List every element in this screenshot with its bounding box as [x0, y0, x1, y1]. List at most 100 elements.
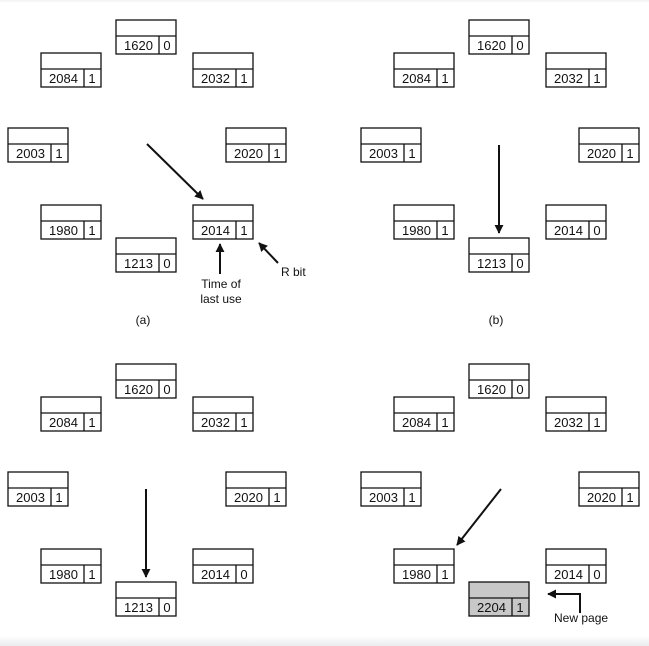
- frame-box: [40, 548, 102, 584]
- frame-box: [578, 127, 640, 163]
- r-bit-value: 0: [163, 256, 170, 271]
- r-bit-value: 1: [273, 146, 280, 161]
- frame-box: [40, 204, 102, 240]
- last-use-time: 1213: [124, 600, 153, 615]
- page-frame: 1213 0: [115, 237, 177, 273]
- page-frame: 2020 1: [578, 127, 640, 163]
- r-bit-value: 1: [408, 146, 415, 161]
- r-bit-arrow: [258, 242, 279, 264]
- r-bit-value: 1: [516, 600, 523, 615]
- frame-box: [360, 471, 422, 507]
- page-frame: 1980 1: [393, 548, 455, 584]
- frame-box: [393, 52, 455, 88]
- last-use-time: 2003: [16, 490, 45, 505]
- panel-caption: (b): [489, 313, 504, 327]
- frame-box: [115, 19, 177, 55]
- r-bit-value: 1: [441, 567, 448, 582]
- last-use-time: 1620: [477, 382, 506, 397]
- r-bit-value: 1: [88, 415, 95, 430]
- last-use-time: 1980: [402, 567, 431, 582]
- last-use-time: 2020: [587, 490, 616, 505]
- r-bit-value: 1: [55, 490, 62, 505]
- last-use-time: 1213: [124, 256, 153, 271]
- last-use-time: 2032: [554, 415, 583, 430]
- r-bit-value: 1: [593, 71, 600, 86]
- last-use-time: 1980: [402, 223, 431, 238]
- frame-box: [192, 204, 254, 240]
- r-bit-value: 0: [240, 567, 247, 582]
- r-bit-value: 0: [163, 600, 170, 615]
- frame-box: [40, 52, 102, 88]
- top-edge-shadow: [0, 0, 649, 3]
- frame-box: [192, 548, 254, 584]
- page-frame: 1620 0: [115, 19, 177, 55]
- page-frame: 1620 0: [468, 363, 530, 399]
- r-bit-value: 0: [163, 38, 170, 53]
- panel-caption: (a): [136, 313, 151, 327]
- last-use-time: 1980: [49, 567, 78, 582]
- r-bit-value: 1: [88, 71, 95, 86]
- last-use-time: 2084: [49, 415, 78, 430]
- last-use-time: 2003: [16, 146, 45, 161]
- last-use-time: 2003: [369, 490, 398, 505]
- frame-box: [393, 204, 455, 240]
- last-use-time: 2020: [234, 146, 263, 161]
- last-use-time: 1620: [124, 38, 153, 53]
- r-bit-value: 1: [88, 567, 95, 582]
- page-frame: 2020 1: [225, 127, 287, 163]
- frame-box: [545, 204, 607, 240]
- frame-box: [360, 127, 422, 163]
- last-use-time: 2084: [402, 71, 431, 86]
- last-use-time: 2032: [201, 415, 230, 430]
- frame-box: [545, 52, 607, 88]
- page-frame: 2014 0: [192, 548, 254, 584]
- page-frame: 2020 1: [578, 471, 640, 507]
- last-use-time: 2020: [587, 146, 616, 161]
- last-use-time: 2032: [201, 71, 230, 86]
- frame-box: [468, 581, 530, 617]
- last-use-time: 2084: [49, 71, 78, 86]
- frame-box: [192, 396, 254, 432]
- frame-box: [7, 471, 69, 507]
- frame-box: [393, 396, 455, 432]
- last-use-time: 2084: [402, 415, 431, 430]
- page-frame: 1980 1: [40, 204, 102, 240]
- frame-box: [545, 396, 607, 432]
- last-use-time: 2014: [554, 223, 583, 238]
- frame-box: [115, 363, 177, 399]
- r-bit-value: 1: [88, 223, 95, 238]
- page-frame: 2084 1: [40, 52, 102, 88]
- last-use-time: 2020: [234, 490, 263, 505]
- page-frame: 2084 1: [40, 396, 102, 432]
- bottom-edge-shadow: [0, 636, 649, 646]
- frame-box: [468, 19, 530, 55]
- r-bit-value: 1: [240, 223, 247, 238]
- last-use-time: 2014: [201, 223, 230, 238]
- frame-box: [40, 396, 102, 432]
- r-bit-value: 0: [516, 382, 523, 397]
- r-bit-value: 0: [516, 256, 523, 271]
- frame-box: [225, 471, 287, 507]
- frame-box: [192, 52, 254, 88]
- r-bit-value: 1: [626, 146, 633, 161]
- frame-box: [468, 363, 530, 399]
- last-use-time: 2014: [201, 567, 230, 582]
- r-bit-value: 1: [626, 490, 633, 505]
- last-use-time: 1980: [49, 223, 78, 238]
